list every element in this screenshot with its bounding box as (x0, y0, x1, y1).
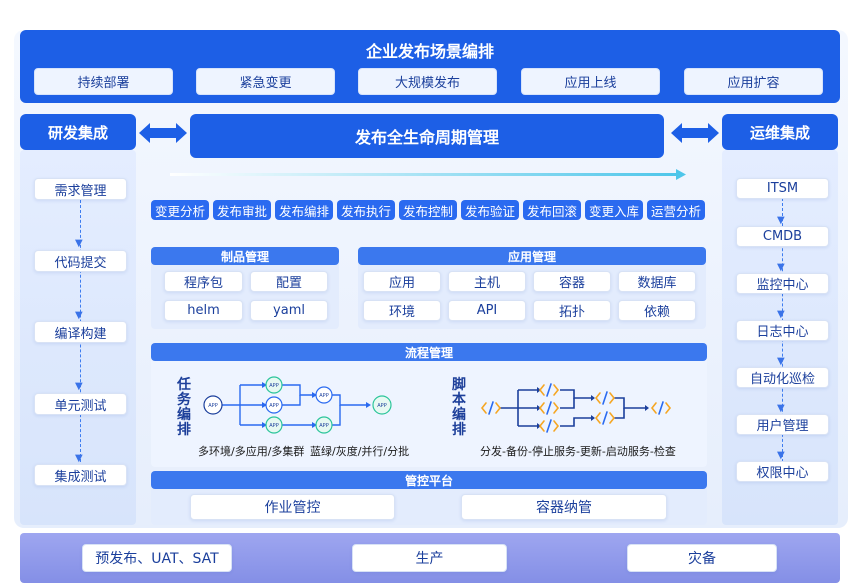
dev-item-unit-test[interactable]: 单元测试 (34, 393, 127, 415)
chevron-down-icon: ▼ (75, 381, 83, 392)
artifact-item-package[interactable]: 程序包 (164, 271, 243, 292)
task-caption-strategy: 蓝绿/灰度/并行/分批 (310, 445, 410, 458)
control-title: 管控平台 (151, 471, 707, 489)
scenario-large-release[interactable]: 大规模发布 (358, 68, 497, 95)
artifact-item-yaml[interactable]: yaml (250, 300, 328, 321)
script-caption: 分发-备份-停止服务-更新-启动服务-检查 (480, 445, 676, 458)
app-node-label: APP (319, 423, 328, 429)
chevron-down-icon: ▼ (777, 356, 785, 367)
app-title: 应用管理 (358, 247, 706, 265)
stage-release-orchestration[interactable]: 发布编排 (275, 200, 333, 220)
env-production[interactable]: 生产 (352, 544, 507, 572)
double-arrow-icon (139, 123, 187, 143)
ops-integration-title: 运维集成 (722, 114, 838, 150)
app-node-label: APP (269, 423, 278, 429)
chevron-down-icon: ▼ (75, 238, 83, 249)
app-item-environment[interactable]: 环境 (363, 300, 441, 321)
chevron-down-icon: ▼ (777, 309, 785, 320)
artifact-item-config[interactable]: 配置 (250, 271, 328, 292)
dev-item-code-commit[interactable]: 代码提交 (34, 250, 127, 272)
stage-release-rollback[interactable]: 发布回滚 (523, 200, 581, 220)
stage-change-analysis[interactable]: 变更分析 (151, 200, 209, 220)
app-item-container[interactable]: 容器 (533, 271, 611, 292)
stage-release-execution[interactable]: 发布执行 (337, 200, 395, 220)
lifecycle-title: 发布全生命周期管理 (190, 114, 664, 158)
scenario-continuous-deploy[interactable]: 持续部署 (34, 68, 173, 95)
process-title: 流程管理 (151, 343, 707, 361)
stage-release-approval[interactable]: 发布审批 (213, 200, 271, 220)
chevron-down-icon: ▼ (777, 262, 785, 273)
env-preprod[interactable]: 预发布、UAT、SAT (82, 544, 232, 572)
scenario-app-launch[interactable]: 应用上线 (521, 68, 660, 95)
ops-item-user-management[interactable]: 用户管理 (736, 414, 829, 435)
app-item-host[interactable]: 主机 (448, 271, 526, 292)
chevron-down-icon: ▼ (75, 310, 83, 321)
stage-change-archive[interactable]: 变更入库 (585, 200, 643, 220)
dev-integration-title: 研发集成 (20, 114, 136, 150)
env-disaster-recovery[interactable]: 灾备 (627, 544, 777, 572)
ops-item-logging[interactable]: 日志中心 (736, 320, 829, 341)
stage-operations-analysis[interactable]: 运营分析 (647, 200, 705, 220)
app-node-label: APP (208, 403, 217, 409)
scenario-app-scale[interactable]: 应用扩容 (684, 68, 823, 95)
artifact-title: 制品管理 (151, 247, 339, 265)
double-arrow-icon (671, 123, 719, 143)
ops-item-monitoring[interactable]: 监控中心 (736, 273, 829, 294)
app-node-label: APP (377, 403, 386, 409)
task-caption-env: 多环境/多应用/多集群 (198, 445, 305, 458)
chevron-down-icon: ▼ (777, 403, 785, 414)
dev-item-requirements[interactable]: 需求管理 (34, 178, 127, 200)
app-item-api[interactable]: API (448, 300, 526, 321)
app-item-dependency[interactable]: 依赖 (618, 300, 696, 321)
app-node-label: APP (319, 393, 328, 399)
ops-item-cmdb[interactable]: CMDB (736, 226, 829, 247)
progress-arrow-icon (170, 169, 686, 180)
ops-item-permission[interactable]: 权限中心 (736, 461, 829, 482)
chevron-down-icon: ▼ (75, 453, 83, 464)
task-flow-diagram: APP APP APP APP APP APP APP (203, 376, 392, 434)
chevron-down-icon: ▼ (777, 450, 785, 461)
chevron-down-icon: ▼ (777, 215, 785, 226)
artifact-item-helm[interactable]: helm (164, 300, 243, 321)
dev-item-build[interactable]: 编译构建 (34, 321, 127, 343)
app-item-database[interactable]: 数据库 (618, 271, 696, 292)
app-item-topology[interactable]: 拓扑 (533, 300, 611, 321)
stage-release-control[interactable]: 发布控制 (399, 200, 457, 220)
app-node-label: APP (269, 383, 278, 389)
app-node-label: APP (269, 403, 278, 409)
control-item-job[interactable]: 作业管控 (190, 494, 395, 520)
ops-item-auto-inspection[interactable]: 自动化巡检 (736, 367, 829, 388)
ops-item-itsm[interactable]: ITSM (736, 178, 829, 199)
task-orchestration-label: 任务编排 (177, 377, 191, 438)
stage-release-verification[interactable]: 发布验证 (461, 200, 519, 220)
script-orchestration-label: 脚本编排 (452, 377, 466, 438)
control-item-container[interactable]: 容器纳管 (461, 494, 667, 520)
scenario-title: 企业发布场景编排 (365, 42, 494, 61)
script-flow-diagram (480, 383, 672, 433)
app-item-application[interactable]: 应用 (363, 271, 441, 292)
dev-item-integration-test[interactable]: 集成测试 (34, 464, 127, 486)
scenario-emergency-change[interactable]: 紧急变更 (196, 68, 335, 95)
